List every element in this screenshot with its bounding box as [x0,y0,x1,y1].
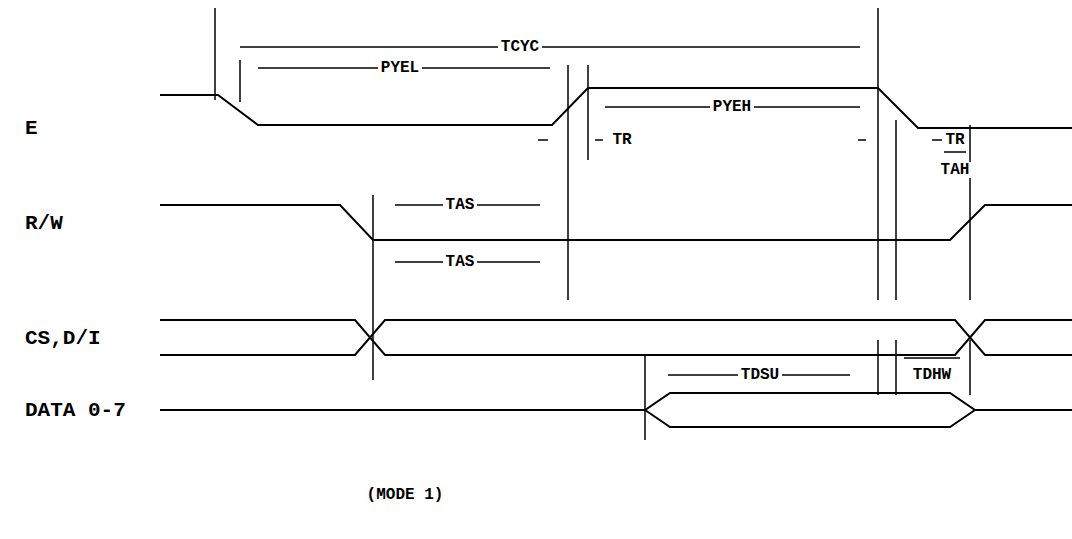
timing-label: TDHW [910,367,954,383]
data-waveform [160,393,1072,410]
marker-line [895,120,897,300]
timing-label: PYEL [378,60,422,76]
timing-label: TR [942,132,967,148]
cs-waveform [160,320,1072,355]
dimension-line [904,357,960,359]
marker-line [877,340,879,395]
e-waveform [160,88,1072,128]
timing-label: TAS [443,197,478,213]
marker-line [372,195,374,380]
marker-line [239,60,241,102]
marker-line [567,65,569,300]
timing-label: TAH [938,162,973,178]
signal-name: CS,D/I [22,328,104,349]
timing-label: PYEH [710,99,754,115]
signal-name: R/W [22,213,66,234]
marker-line [644,355,646,440]
dimension-line [595,139,603,141]
signal-name: DATA 0-7 [22,400,129,421]
marker-line [214,8,216,100]
timing-label: TR [609,132,634,148]
marker-line [587,65,589,160]
marker-line [877,8,879,300]
timing-label: TDSU [738,367,782,383]
signal-name: E [22,118,41,139]
marker-line [969,340,971,395]
dimension-line [538,139,548,141]
cs-waveform [160,320,1072,355]
dimension-line [944,151,966,153]
diagram-caption: (MODE 1) [364,487,447,503]
data-waveform [645,410,975,427]
timing-label: TCYC [498,39,542,55]
dimension-line [240,46,860,48]
rw-waveform [160,205,1072,240]
marker-line [969,125,971,300]
marker-line [895,340,897,395]
timing-label: TAS [443,254,478,270]
dimension-line [858,139,866,141]
